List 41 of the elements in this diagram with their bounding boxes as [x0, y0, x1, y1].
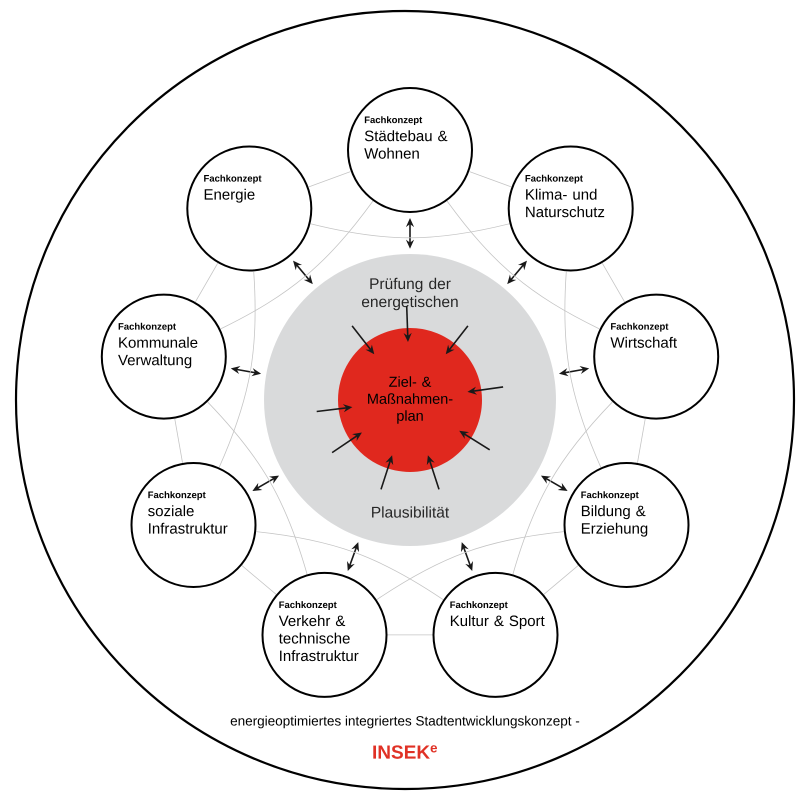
connector-line	[174, 418, 183, 464]
connector-line	[310, 223, 510, 238]
connector-line	[543, 565, 579, 595]
connector-line	[207, 402, 308, 575]
concept-label: Kultur & Sport	[450, 615, 545, 630]
heading-text: Fachkonzept	[118, 322, 176, 332]
connector-line	[564, 270, 602, 468]
concept-label: Energie	[204, 188, 255, 203]
connector-line	[256, 531, 444, 600]
connector-line	[220, 200, 374, 330]
concept-label: Kommunale Verwaltung	[118, 336, 198, 368]
heading-text: Fachkonzept	[450, 601, 508, 610]
connector-line	[637, 418, 646, 464]
heading-text: Fachkonzept	[204, 174, 262, 184]
ring-text: Prüfung der energetischen	[362, 278, 458, 310]
ring-text: Plausibilität	[372, 506, 450, 518]
heading-text: Fachkonzept	[526, 174, 583, 184]
concept-label: Klima- und Naturschutz	[526, 188, 604, 218]
concept-label: Bildung & Erziehung	[582, 505, 648, 537]
connector-line	[218, 270, 256, 468]
concept-label: Wirtschaft	[610, 336, 677, 348]
connector-line	[308, 171, 352, 188]
connector-line	[512, 402, 613, 575]
center-text: Ziel- & Maßnahmen- plan	[368, 376, 452, 424]
heading-text: Fachkonzept	[148, 491, 206, 500]
connector-line	[376, 531, 564, 600]
connector-line	[468, 171, 512, 188]
connector-line	[602, 262, 626, 302]
caption-text: energieoptimiertes integriertes Stadtentwicklungskonzept -	[230, 716, 580, 728]
acronym-text: INSEK$^{e}$	[373, 745, 438, 759]
heading-text: Fachkonzept	[364, 116, 422, 126]
connector-line	[446, 200, 600, 330]
connector-line	[194, 262, 218, 302]
concept-label: Städtebau & Wohnen	[364, 130, 448, 159]
concept-label: soziale Infrastruktur	[148, 505, 228, 534]
connector-line	[387, 634, 433, 636]
heading-text: Fachkonzept	[581, 491, 639, 500]
heading-text: Fachkonzept	[611, 322, 668, 332]
heading-text: Fachkonzept	[279, 601, 337, 610]
concept-label: Verkehr & technische Infrastruktur	[278, 615, 358, 662]
connector-line	[241, 565, 277, 595]
